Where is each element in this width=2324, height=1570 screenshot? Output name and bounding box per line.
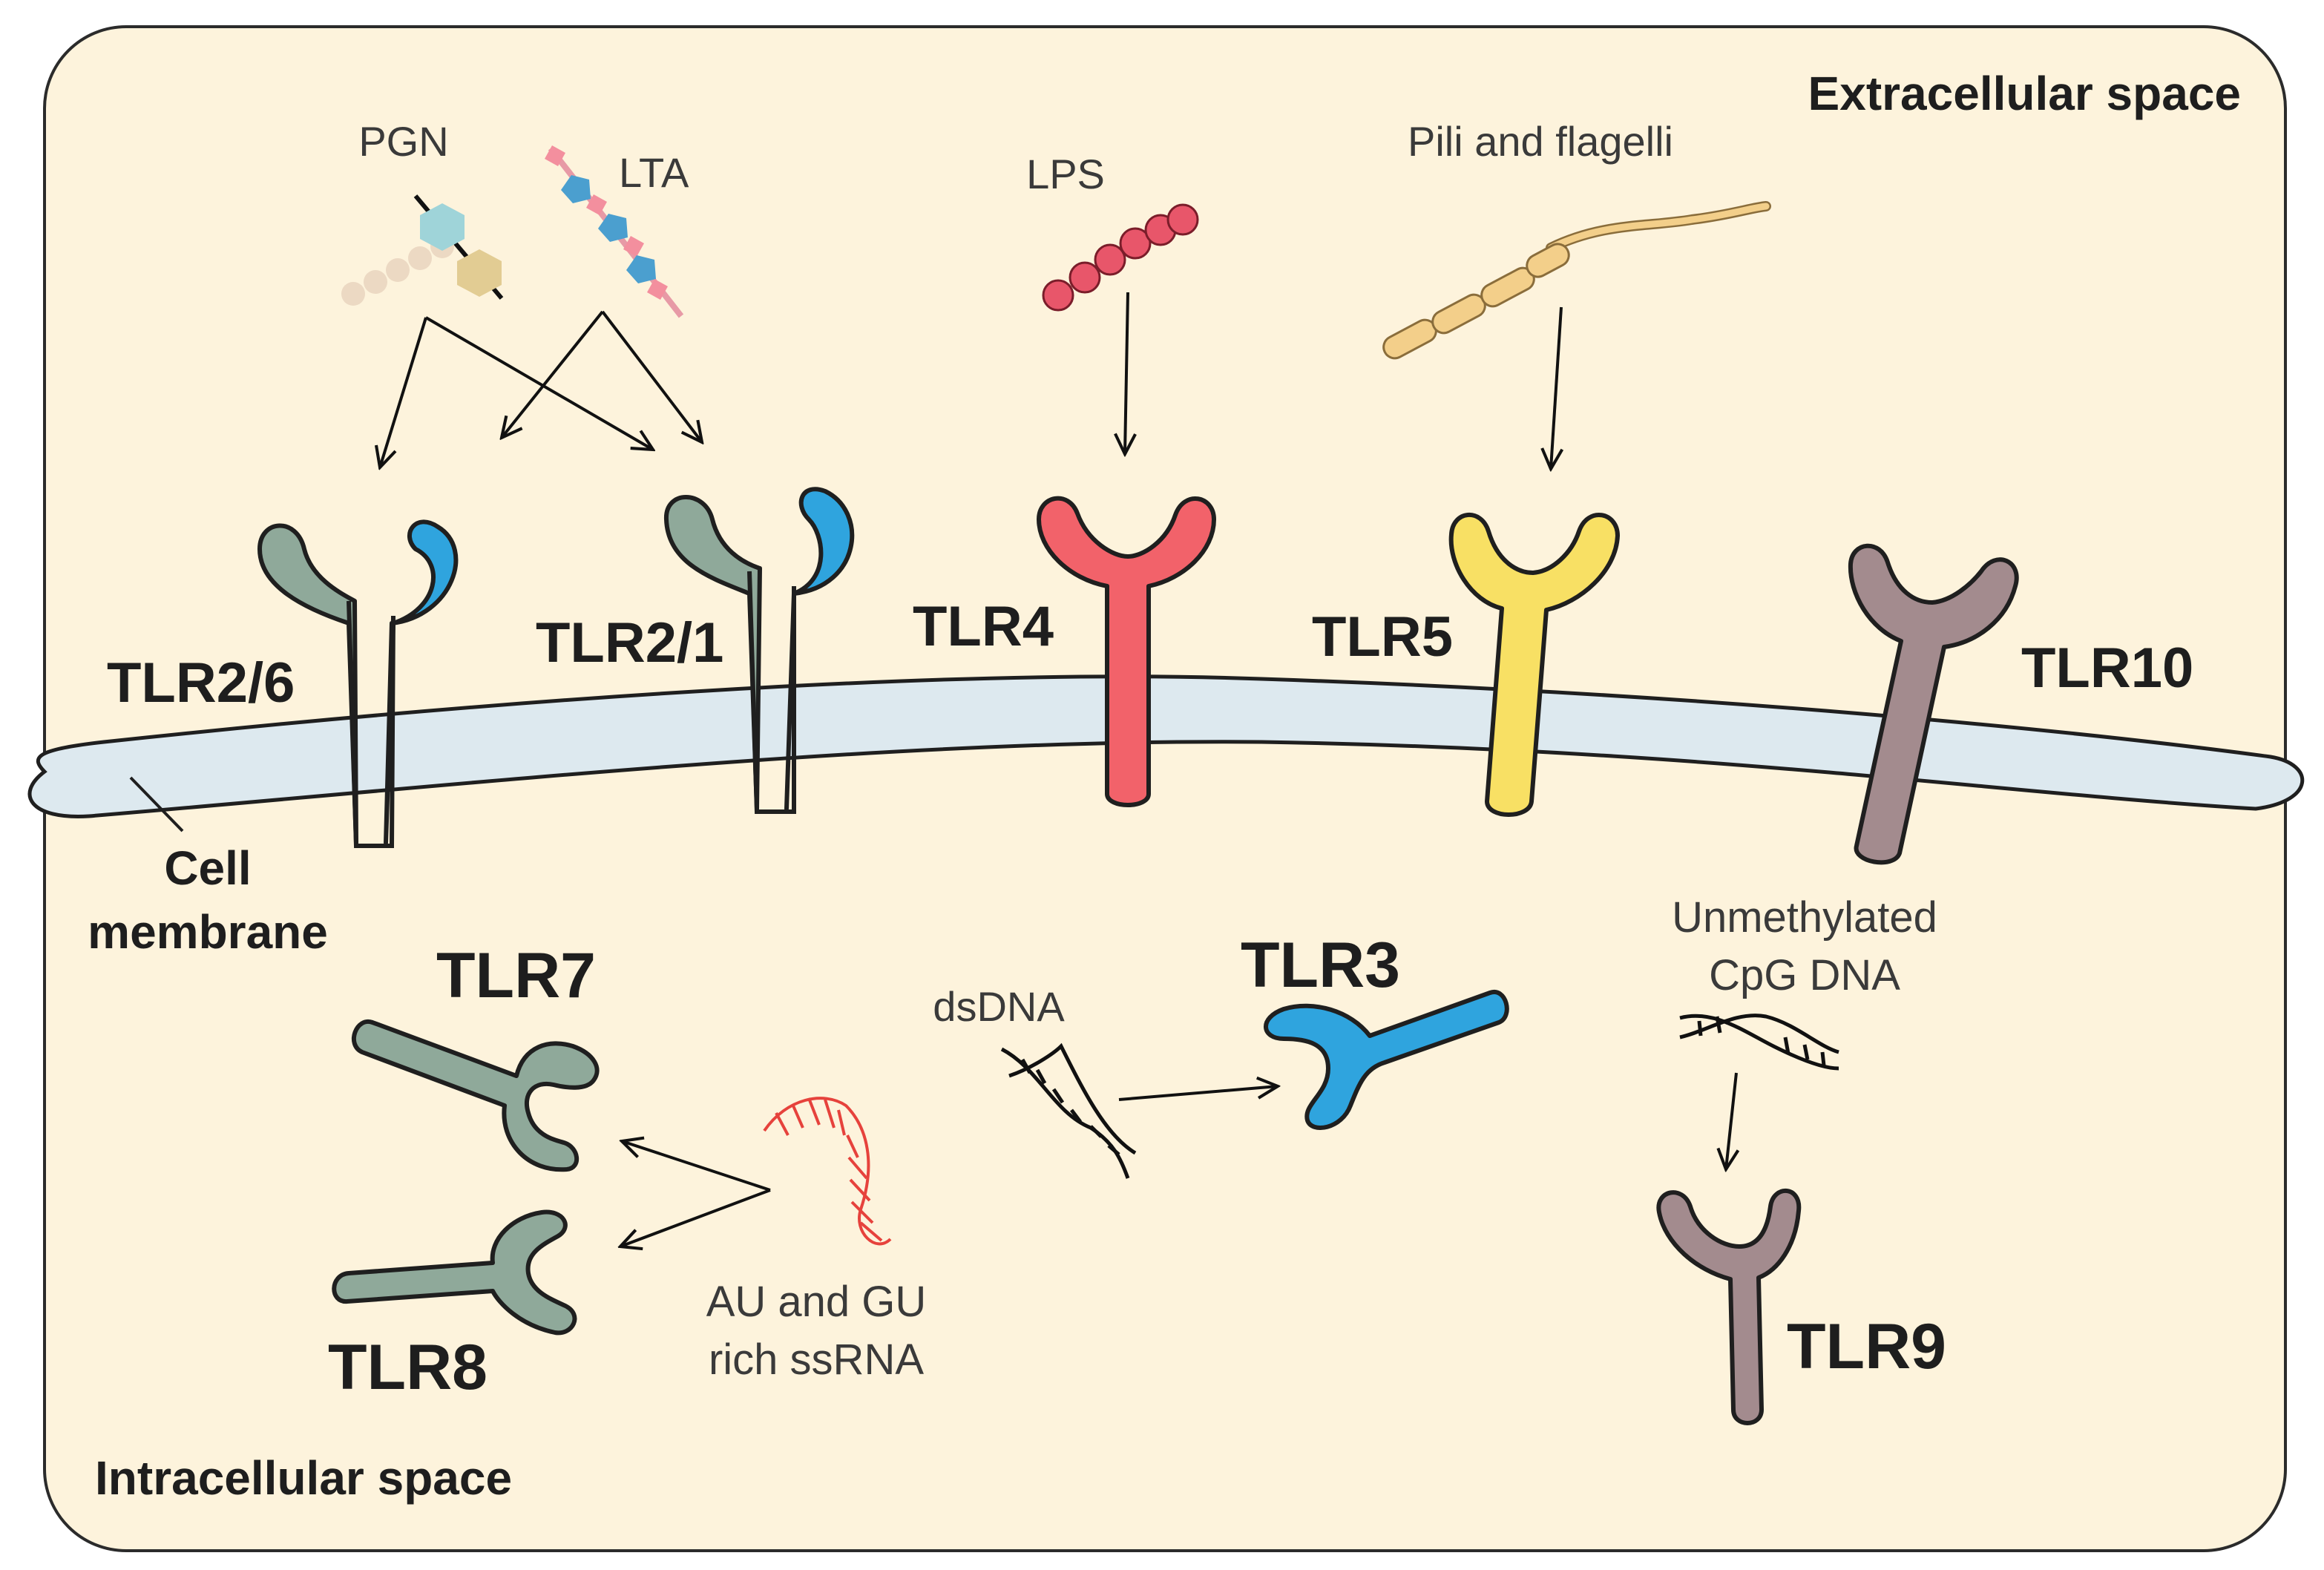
ssrna-arrows — [620, 1141, 771, 1247]
tlr8-label: TLR8 — [328, 1332, 488, 1403]
tlr10-label: TLR10 — [2021, 637, 2193, 700]
cpg-label-line2: CpG DNA — [1709, 951, 1900, 999]
tlr3-receptor — [1264, 990, 1509, 1130]
tlr9-receptor — [1656, 1188, 1802, 1425]
cpg-to-tlr9-arrow — [1726, 1072, 1736, 1169]
lta-label: LTA — [619, 149, 689, 196]
tlr9-label: TLR9 — [1787, 1311, 1946, 1382]
tlr2-6-label: TLR2/6 — [107, 651, 295, 715]
tlr5-label: TLR5 — [1312, 605, 1453, 669]
pili-ligand — [1382, 201, 1771, 360]
cpg-dna-helix — [1679, 1014, 1839, 1071]
tlr8-receptor — [332, 1209, 577, 1336]
ssrna-label-line2: rich ssRNA — [709, 1336, 924, 1384]
tlr10-receptor — [1848, 543, 2019, 865]
lta-ligand — [545, 145, 684, 318]
tlr4-label: TLR4 — [913, 595, 1054, 658]
tlr7-label: TLR7 — [436, 940, 596, 1011]
membrane-pointer-line — [129, 776, 184, 832]
membrane-label-line1: Cell — [164, 841, 251, 895]
lps-ligand — [1042, 203, 1199, 312]
tlr2-1-label: TLR2/1 — [536, 611, 723, 674]
pgn-label: PGN — [358, 118, 448, 165]
cpg-label-line1: Unmethylated — [1672, 893, 1937, 942]
intracellular-space-label: Intracellular space — [95, 1451, 512, 1505]
cell-membrane — [27, 674, 2305, 818]
ssrna-strand — [763, 1097, 892, 1246]
membrane-label-line2: membrane — [88, 905, 328, 959]
tlr2-6-receptor — [257, 519, 459, 848]
dsdna-label: dsDNA — [933, 983, 1065, 1030]
tlr4-receptor — [1037, 496, 1216, 807]
tlr3-label: TLR3 — [1241, 930, 1400, 1001]
lps-label: LPS — [1026, 151, 1105, 197]
dsdna-to-tlr3-arrow — [1118, 1086, 1278, 1101]
tlr5-receptor — [1448, 512, 1620, 817]
extracellular-space-label: Extracellular space — [1808, 67, 2241, 120]
tlr7-receptor — [352, 1019, 600, 1172]
tlr2-1-receptor — [663, 487, 855, 814]
extracellular-arrows — [380, 292, 1561, 469]
pgn-ligand — [341, 194, 504, 306]
pili-label: Pili and flagelli — [1408, 118, 1673, 165]
dsdna-helix — [1000, 1042, 1137, 1179]
ssrna-label-line1: AU and GU — [706, 1278, 927, 1326]
